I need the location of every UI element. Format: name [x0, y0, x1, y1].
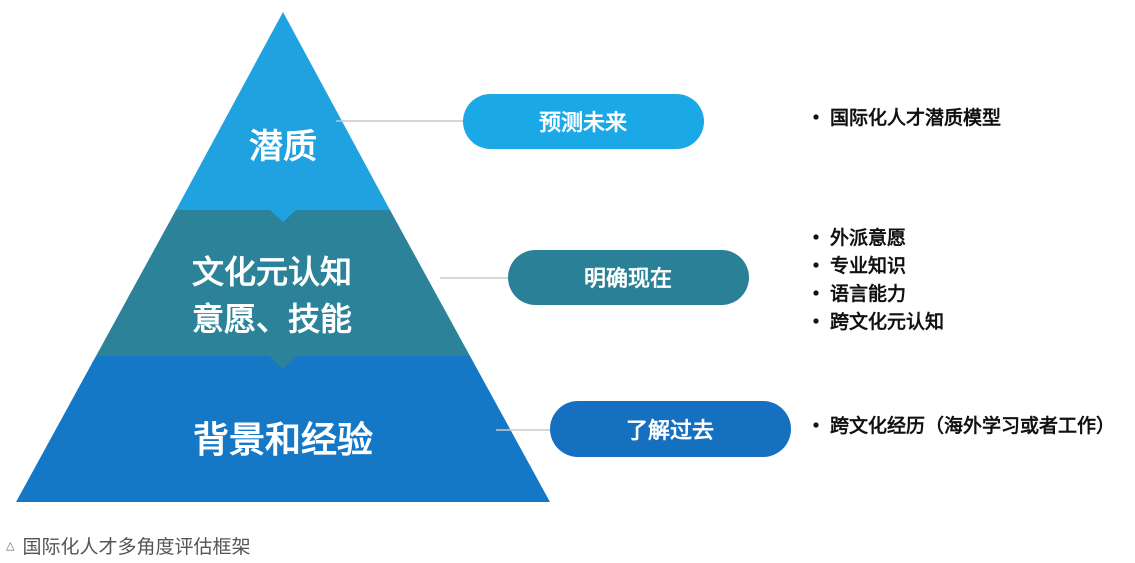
bullet-item: 专业知识: [830, 254, 906, 277]
tier-label-middle-line1: 文化元认知: [192, 253, 352, 291]
bullet-list-clarify-present: 外派意愿 专业知识 语言能力 跨文化元认知: [813, 226, 944, 333]
bullet-item: 跨文化经历（海外学习或者工作）: [830, 414, 1115, 437]
tier-divider-notch-top: [270, 210, 296, 222]
figure-caption: △ 国际化人才多角度评估框架: [6, 532, 250, 558]
bullet-dot: [813, 114, 819, 120]
bullet-dot: [813, 290, 819, 296]
bullet-dot: [813, 318, 819, 324]
bullet-list-predict-future: 国际化人才潜质模型: [813, 106, 1001, 129]
tier-label-bottom: 背景和经验: [193, 420, 373, 461]
pill-label-predict-future: 预测未来: [539, 111, 628, 136]
bullet-item: 国际化人才潜质模型: [830, 106, 1001, 129]
bullet-list-understand-past: 跨文化经历（海外学习或者工作）: [813, 414, 1115, 437]
pill-understand-past: 了解过去: [550, 401, 791, 457]
bullet-dot: [813, 262, 819, 268]
pyramid-tier-bottom: [16, 356, 550, 502]
pill-clarify-present: 明确现在: [508, 250, 749, 305]
pyramid-tier-middle: [96, 210, 470, 356]
bullet-dot: [813, 234, 819, 240]
bullet-dot: [813, 422, 819, 428]
tier-label-middle-line2: 意愿、技能: [192, 300, 352, 338]
pill-label-clarify-present: 明确现在: [584, 266, 672, 292]
caption-text: 国际化人才多角度评估框架: [22, 535, 251, 558]
bullet-item: 跨文化元认知: [830, 310, 944, 333]
pill-predict-future: 预测未来: [463, 94, 704, 149]
triangle-up-icon: △: [6, 538, 15, 552]
bullet-item: 语言能力: [830, 282, 906, 305]
tier-divider-notch-middle: [269, 356, 297, 369]
pill-label-understand-past: 了解过去: [626, 418, 714, 444]
pyramid-tier-top: [176, 12, 390, 210]
bullet-item: 外派意愿: [830, 226, 906, 249]
tier-label-top: 潜质: [249, 127, 317, 167]
